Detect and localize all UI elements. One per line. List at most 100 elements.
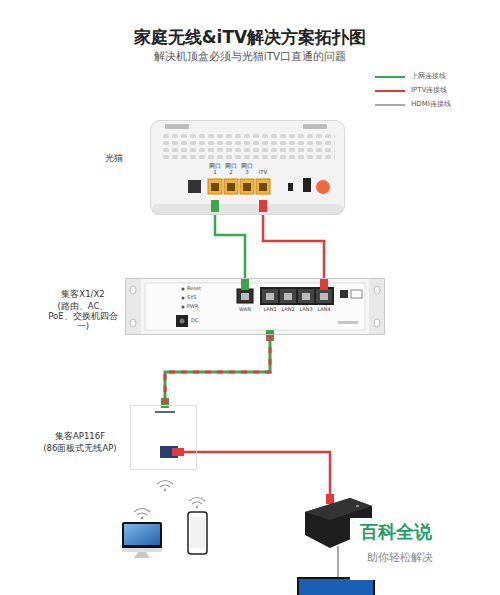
router-drawing-part xyxy=(298,289,314,303)
router-drawing-part xyxy=(320,293,328,300)
node-heading: 集客AP116F xyxy=(37,432,123,442)
cable-connector xyxy=(165,335,270,405)
modem-drawing-part xyxy=(160,132,335,160)
clients-part xyxy=(192,502,202,504)
router-drawing-part xyxy=(130,319,136,327)
stb-wiring-part xyxy=(184,452,330,500)
node-heading: 集客X1/X2 xyxy=(46,290,120,300)
router-drawing-part xyxy=(320,279,328,290)
router-drawing-part xyxy=(262,289,278,303)
clients xyxy=(122,498,207,559)
ap-box: 集客AP116F(86面板式无线AP) xyxy=(130,405,197,470)
stb-wiring-part xyxy=(326,494,334,504)
port-label: 网口 1 xyxy=(208,163,222,176)
modem-drawing-part xyxy=(211,200,219,212)
modem-drawing-part xyxy=(150,120,345,215)
watermark-patch xyxy=(350,518,470,580)
router-drawing-part xyxy=(316,289,332,303)
watermark: 百科全说 xyxy=(360,522,432,543)
diagram-title: 家庭无线&iTV解决方案拓扑图 xyxy=(0,28,500,48)
modem-drawing-part xyxy=(208,179,222,194)
modem-drawing-part xyxy=(316,180,330,194)
router-drawing-part xyxy=(182,297,185,300)
router-drawing-part xyxy=(340,290,348,298)
modem-drawing-part xyxy=(152,204,343,215)
modem-drawing-part xyxy=(227,183,235,191)
port-label: DC xyxy=(191,318,198,324)
router-drawing-part xyxy=(176,315,188,327)
router-drawing-part xyxy=(180,319,185,324)
router-drawing-part xyxy=(237,289,253,303)
clients-part xyxy=(141,517,143,519)
node-heading: (路由、AC、PoE、交换机四合一) xyxy=(46,302,120,331)
modem-drawing-part xyxy=(256,179,270,194)
router-drawing-part xyxy=(302,293,310,300)
clients-part xyxy=(189,498,205,502)
modem-drawing-part xyxy=(188,180,201,193)
router-drawing-part xyxy=(369,278,385,335)
modem-drawing xyxy=(150,120,345,215)
router-drawing-part xyxy=(338,321,358,324)
ap-drawing-part xyxy=(172,448,184,456)
cable-line xyxy=(165,335,270,405)
port-label: LAN2 xyxy=(278,307,298,313)
modem-drawing-part xyxy=(303,178,311,192)
router-drawing-part xyxy=(125,278,141,335)
cable-line xyxy=(215,215,245,278)
clients-part xyxy=(134,552,150,558)
legend-swatch xyxy=(375,104,405,106)
router-drawing-part xyxy=(374,319,380,327)
router-drawing-part xyxy=(182,288,185,291)
router-box: 集客X1/X2(路由、AC、PoE、交换机四合一) xyxy=(125,278,385,335)
router-drawing-part xyxy=(182,306,185,309)
ap-drawing xyxy=(130,398,197,491)
port-label: LAN1 xyxy=(260,307,280,313)
legend-swatch xyxy=(375,90,405,92)
clients-part xyxy=(134,509,150,513)
router-drawing-part xyxy=(266,293,274,300)
modem-drawing-part xyxy=(288,183,293,191)
modem-drawing-part xyxy=(224,179,238,194)
cable-line xyxy=(165,335,270,405)
indicator-label: Reset xyxy=(187,286,201,292)
set-top-box-part xyxy=(305,498,372,520)
legend-text: 上网连接线 xyxy=(411,72,446,80)
cable-connector xyxy=(263,215,324,278)
port-label: LAN3 xyxy=(296,307,316,313)
node-heading: 光猫 xyxy=(105,153,123,163)
ap-drawing-part xyxy=(157,481,173,485)
ap-drawing-part xyxy=(164,489,166,491)
port-label: WAN xyxy=(234,307,256,313)
subtitle: 解决机顶盒必须与光猫iTV口直通的问题 xyxy=(0,50,500,62)
watermark: 助你轻松解决 xyxy=(367,552,433,565)
legend-swatch xyxy=(375,76,405,78)
router-drawing-part xyxy=(241,279,249,290)
modem-drawing-part xyxy=(243,183,251,191)
indicator-label: PWR xyxy=(187,304,198,310)
set-top-box-part xyxy=(356,505,359,507)
router-drawing-part xyxy=(351,290,362,298)
clients-part xyxy=(122,522,162,549)
port-label: LAN4 xyxy=(314,307,334,313)
clients-part xyxy=(122,548,162,552)
tv-part xyxy=(298,578,374,595)
ap-drawing-part xyxy=(160,485,170,487)
port-label: 网口 2 xyxy=(224,163,238,176)
modem-box: 光猫 xyxy=(150,120,345,215)
watermark-patch-part xyxy=(350,518,470,580)
modem-drawing-part xyxy=(165,124,189,129)
clients-part xyxy=(137,513,147,515)
indicator-label: SYS xyxy=(187,295,196,301)
router-drawing-part xyxy=(284,293,292,300)
router-drawing-part xyxy=(130,286,136,294)
modem-drawing-part xyxy=(259,183,267,191)
modem-drawing-part xyxy=(303,124,327,129)
port-label: iTV xyxy=(254,169,272,175)
router-drawing-part xyxy=(145,283,365,330)
legend-text: IPTV连接线 xyxy=(411,86,447,94)
clients-part xyxy=(190,517,205,548)
port-label: 网口 3 xyxy=(240,163,254,176)
router-drawing-part xyxy=(374,286,380,294)
modem-drawing-part xyxy=(240,179,254,194)
tv xyxy=(298,578,374,595)
